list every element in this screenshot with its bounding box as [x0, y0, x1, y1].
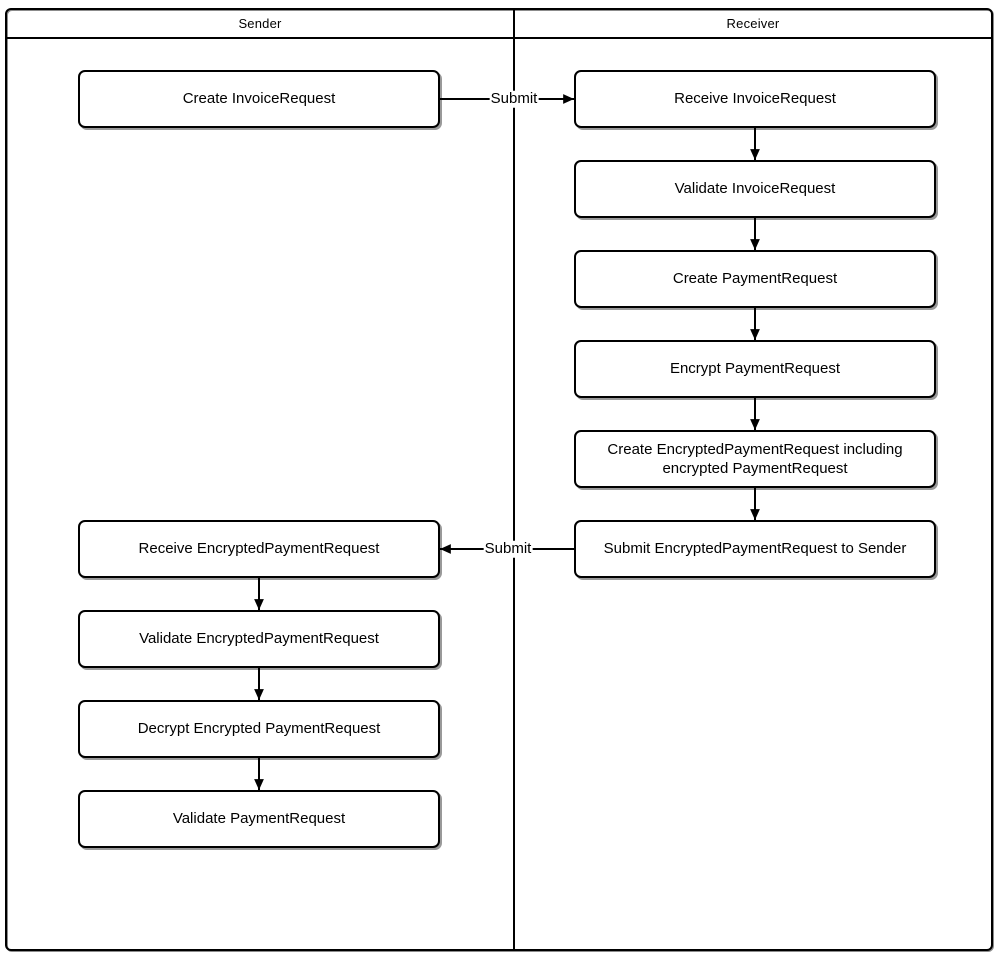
node-label: Submit EncryptedPaymentRequest to Sender	[603, 540, 907, 558]
lane-header-receiver: Receiver	[726, 16, 780, 31]
diagram-frame	[5, 8, 993, 951]
node-label: Encrypt PaymentRequest	[669, 360, 841, 378]
node-create-encryptedpaymentrequest: Create EncryptedPaymentRequest including…	[574, 430, 936, 488]
lane-header-sender: Sender	[238, 16, 282, 31]
node-label: Receive EncryptedPaymentRequest	[138, 540, 380, 558]
node-create-invoicerequest: Create InvoiceRequest	[78, 70, 440, 128]
node-validate-invoicerequest: Validate InvoiceRequest	[574, 160, 936, 218]
node-label: Create PaymentRequest	[672, 270, 838, 288]
node-encrypt-paymentrequest: Encrypt PaymentRequest	[574, 340, 936, 398]
node-submit-encryptedpaymentrequest: Submit EncryptedPaymentRequest to Sender	[574, 520, 936, 578]
node-label: Create EncryptedPaymentRequest including…	[607, 440, 903, 478]
node-validate-encryptedpaymentrequest: Validate EncryptedPaymentRequest	[78, 610, 440, 668]
node-validate-paymentrequest: Validate PaymentRequest	[78, 790, 440, 848]
node-label: Receive InvoiceRequest	[674, 90, 836, 108]
node-receive-encryptedpaymentrequest: Receive EncryptedPaymentRequest	[78, 520, 440, 578]
node-label: Create InvoiceRequest	[182, 90, 336, 108]
submit-label-top: Submit	[489, 89, 539, 108]
node-receive-invoicerequest: Receive InvoiceRequest	[574, 70, 936, 128]
node-label: Validate PaymentRequest	[172, 810, 346, 828]
node-label: Validate EncryptedPaymentRequest	[139, 630, 379, 648]
node-label: Decrypt Encrypted PaymentRequest	[137, 720, 381, 738]
node-label: Validate InvoiceRequest	[674, 180, 836, 198]
node-decrypt-encrypted-paymentrequest: Decrypt Encrypted PaymentRequest	[78, 700, 440, 758]
submit-label-bottom: Submit	[483, 539, 533, 558]
node-create-paymentrequest: Create PaymentRequest	[574, 250, 936, 308]
